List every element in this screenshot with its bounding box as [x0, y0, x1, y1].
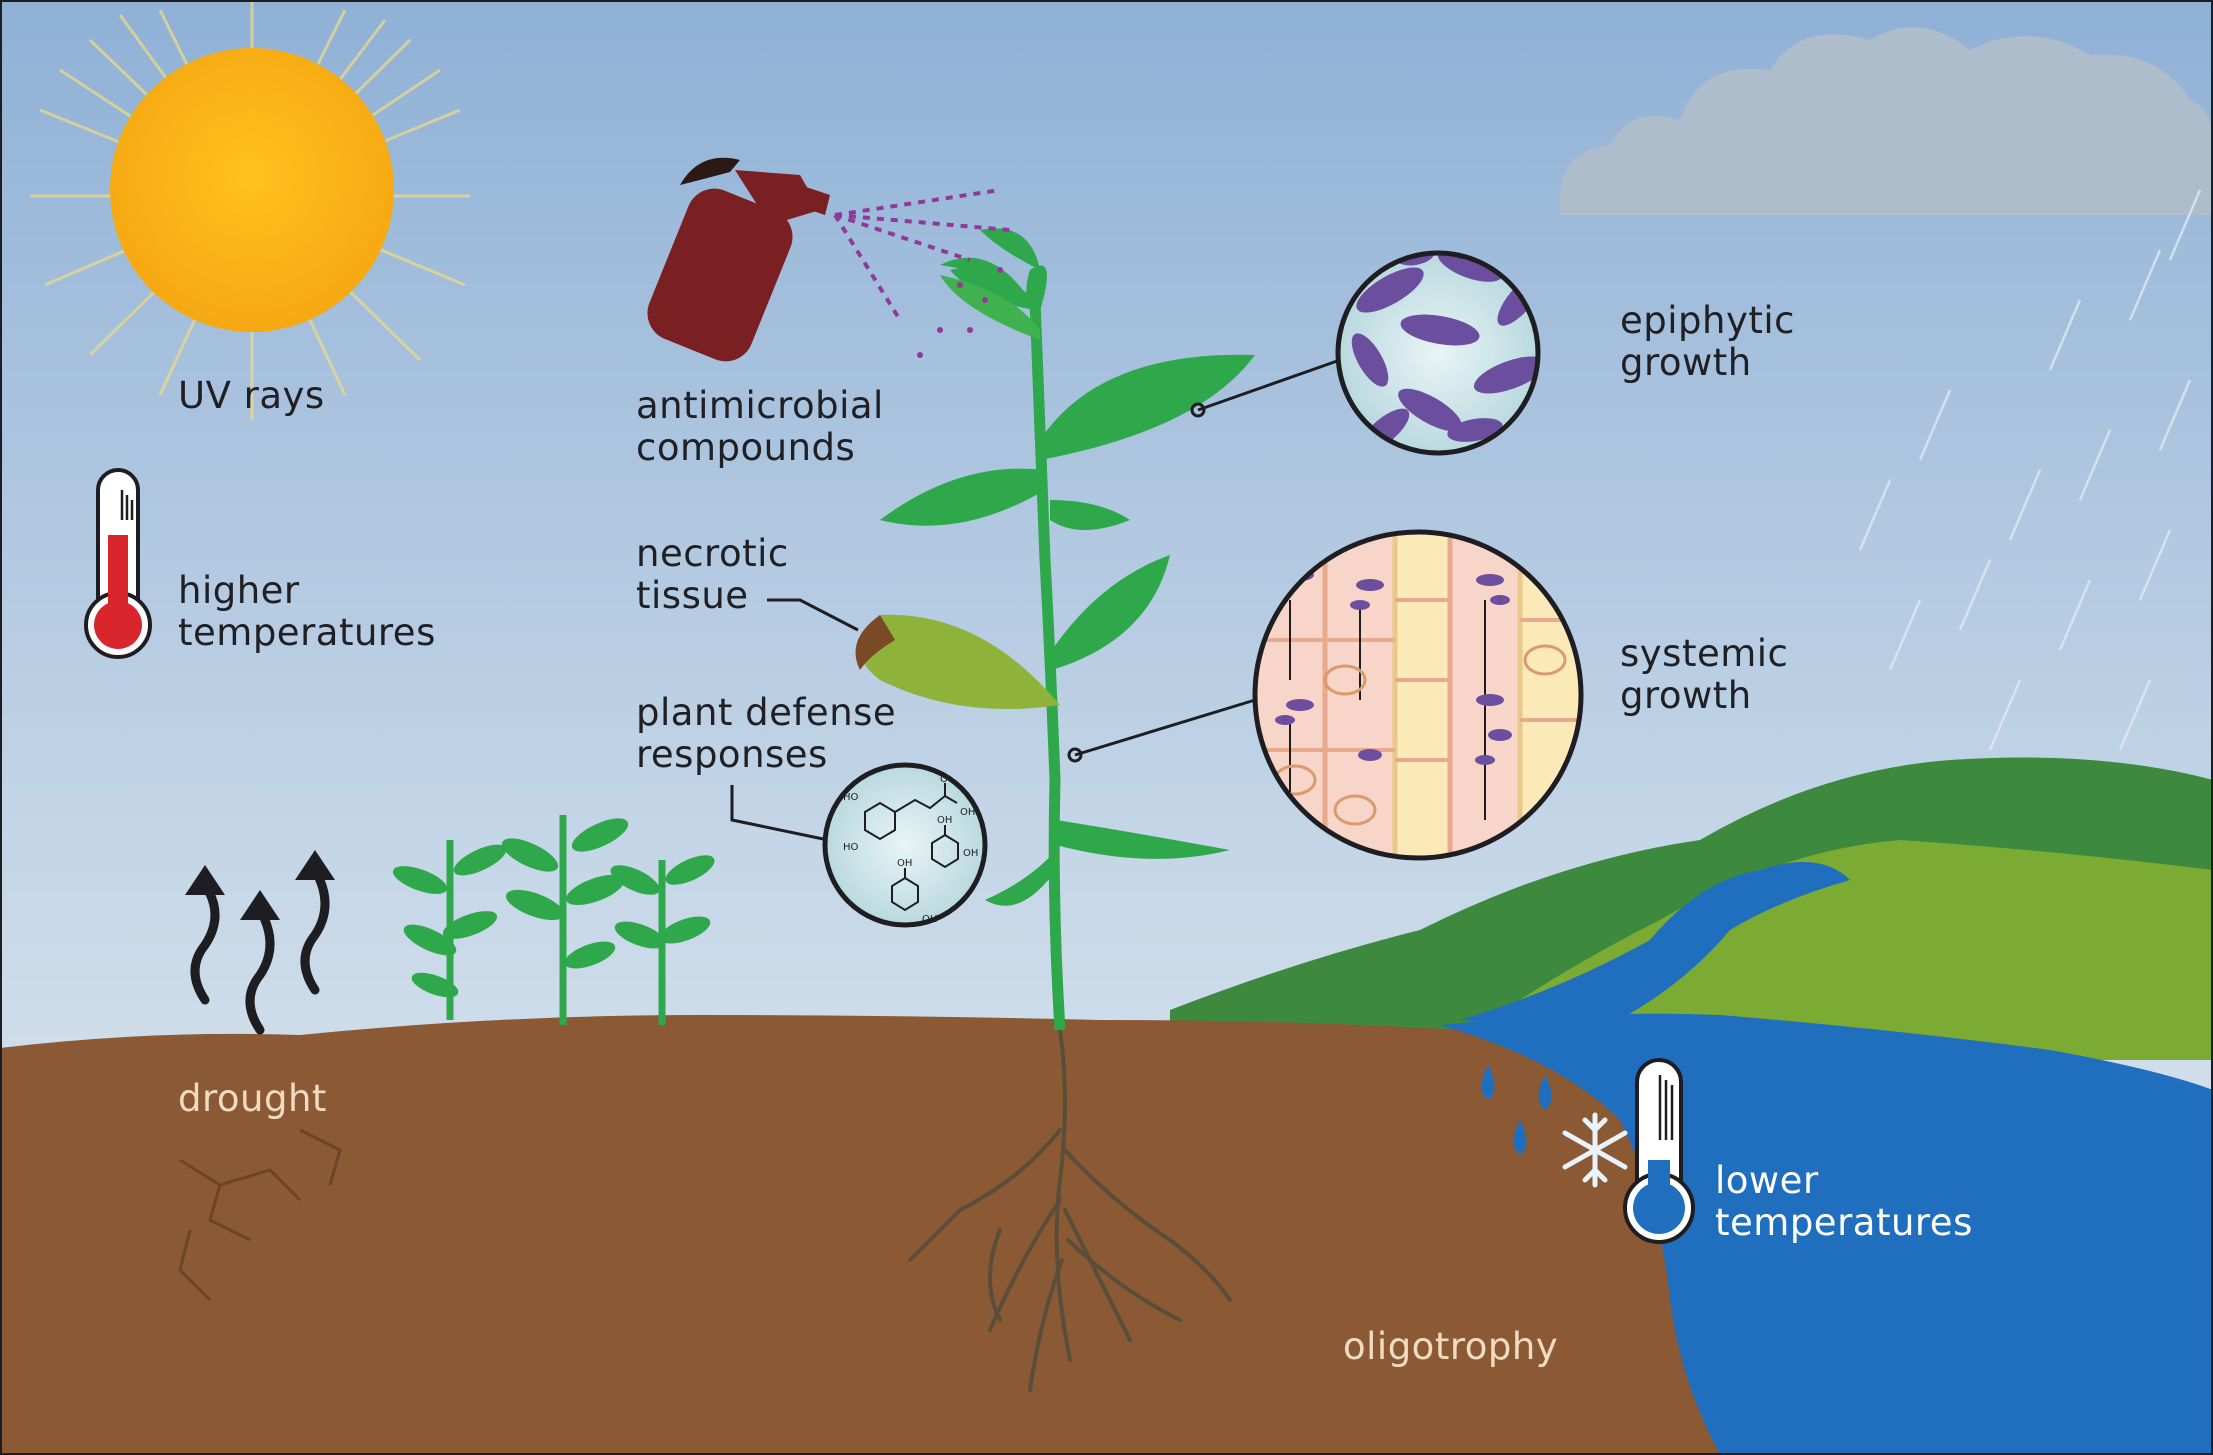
label-necrotic-tissue: necrotic tissue — [636, 533, 789, 617]
upper-left-leaf — [940, 275, 1040, 340]
label-systemic-growth: systemic growth — [1620, 633, 1788, 717]
necrotic-leaf — [860, 614, 1060, 710]
label-antimicrobial-line-2: compounds — [636, 426, 856, 469]
soil-cracks — [178, 1128, 342, 1302]
label-lower-temperatures-line-2: temperatures — [1715, 1201, 1973, 1244]
snowflake-icon — [1562, 1112, 1628, 1188]
label-epiphytic-line-2: growth — [1620, 341, 1752, 384]
label-uv-rays-text: UV rays — [178, 374, 325, 417]
cloud — [1560, 27, 2213, 216]
label-systemic-line-1: systemic — [1620, 632, 1789, 675]
seedling-2 — [501, 815, 629, 1025]
seedling-3 — [610, 855, 715, 1025]
label-drought-text: drought — [178, 1077, 327, 1120]
necrotic-leaf-edge — [855, 615, 895, 670]
hill-light — [1460, 840, 2213, 1060]
label-epiphytic-growth: epiphytic growth — [1620, 300, 1795, 384]
label-oligotrophy-text: oligotrophy — [1343, 1325, 1559, 1368]
label-antimicrobial-line-1: antimicrobial — [636, 384, 884, 427]
chem-oh-2: OH — [937, 815, 952, 826]
main-plant-leaves — [880, 228, 1255, 906]
label-lower-temperatures: lower temperatures — [1715, 1160, 1973, 1244]
label-oligotrophy: oligotrophy — [1343, 1326, 1558, 1368]
systemic-magnifier — [1252, 529, 1584, 861]
leader-lines — [730, 358, 1341, 842]
heat-arrows — [190, 865, 330, 1035]
systemic-pointer — [1067, 747, 1083, 763]
label-necrotic-line-2: tissue — [636, 574, 749, 617]
thermometer-hot-icon — [84, 468, 152, 659]
label-plant-defense-line-1: plant defense — [636, 691, 897, 734]
label-systemic-line-2: growth — [1620, 674, 1752, 717]
chemistry-magnifier — [822, 762, 988, 928]
spray-mist — [833, 188, 1011, 322]
chem-ho-1: HO — [843, 792, 859, 803]
thermometer-cold-icon — [1623, 1058, 1695, 1244]
chem-oh-1: OH — [960, 807, 975, 818]
heat-arrowheads — [185, 850, 335, 920]
label-antimicrobial-compounds: antimicrobial compounds — [636, 385, 884, 469]
sun — [110, 48, 394, 332]
soil — [0, 1015, 1460, 1455]
label-higher-temperatures: higher temperatures — [178, 570, 436, 654]
chem-oh-5: OH — [922, 914, 937, 925]
label-higher-temperatures-line-1: higher — [178, 569, 300, 612]
chem-o-1: O — [940, 774, 948, 785]
chem-oh-3: OH — [963, 848, 978, 859]
label-lower-temperatures-line-1: lower — [1715, 1159, 1819, 1202]
epiphytic-pointer — [1190, 402, 1206, 418]
spray-dots — [917, 267, 1003, 358]
epiphytic-magnifier — [1335, 250, 1541, 456]
river — [1460, 862, 1850, 1030]
rain — [1858, 189, 2202, 751]
lake — [1440, 1013, 2213, 1455]
main-stem — [1029, 299, 1066, 1031]
label-drought: drought — [178, 1078, 327, 1120]
label-higher-temperatures-line-2: temperatures — [178, 611, 436, 654]
chem-oh-4: OH — [897, 858, 912, 869]
top-leaf — [940, 257, 1030, 300]
seedling-1 — [392, 840, 507, 1020]
label-epiphytic-line-1: epiphytic — [1620, 299, 1795, 342]
spray-bottle — [647, 157, 830, 362]
label-plant-defense-line-2: responses — [636, 733, 828, 776]
chem-ho-2: HO — [843, 842, 859, 853]
label-plant-defense-responses: plant defense responses — [636, 692, 896, 776]
label-necrotic-line-1: necrotic — [636, 532, 789, 575]
water-drops — [1481, 1000, 1552, 1155]
roots — [908, 1028, 1232, 1392]
label-uv-rays: UV rays — [178, 375, 325, 417]
